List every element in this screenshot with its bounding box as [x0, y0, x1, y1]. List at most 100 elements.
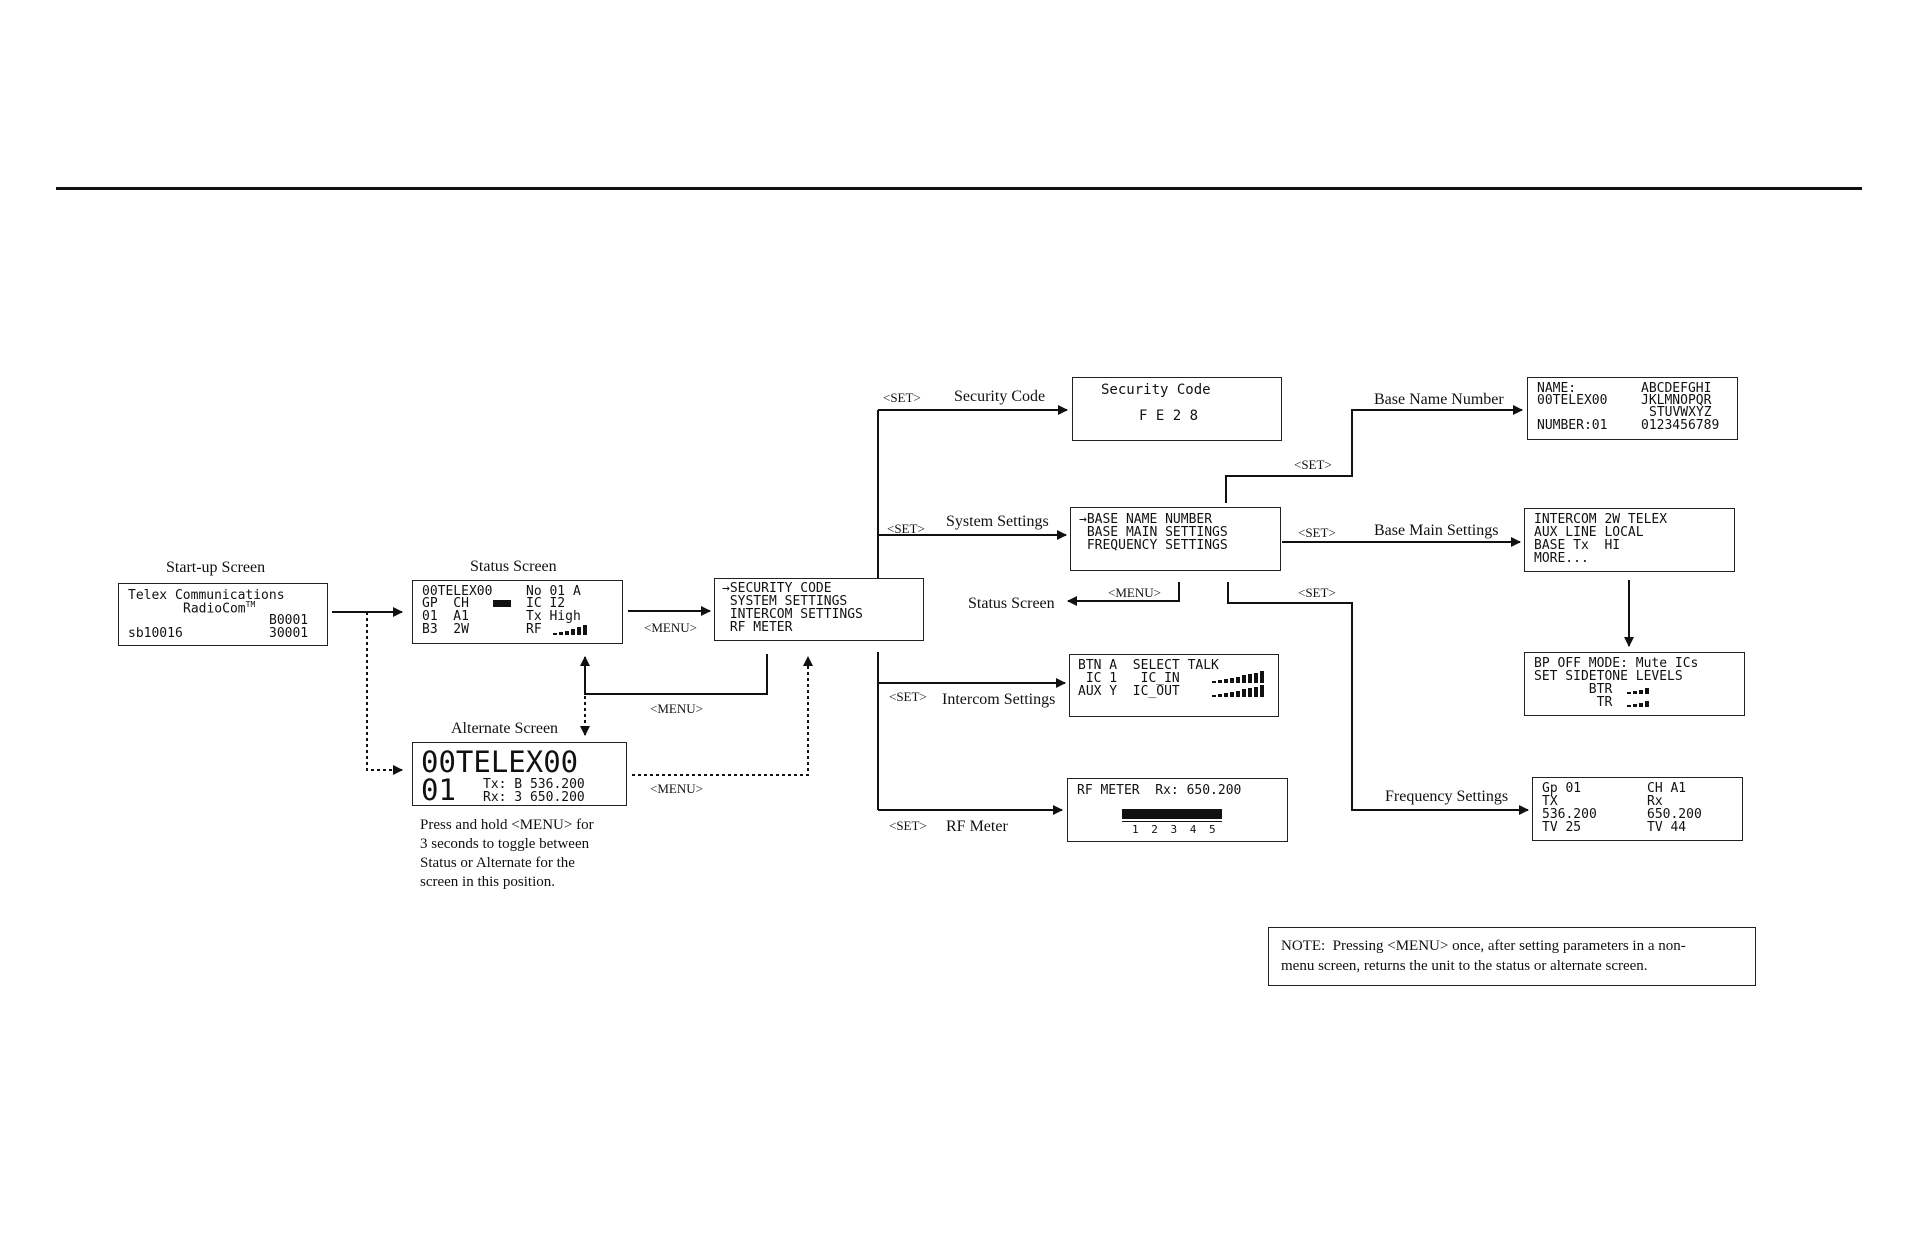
rf-meter-bar	[1122, 809, 1222, 819]
status-r1b: No 01 A	[526, 584, 581, 599]
rf-signal-bars-icon	[553, 625, 593, 635]
startup-line-2: RadioComTM	[183, 600, 256, 617]
alternate-number: 01	[421, 773, 456, 807]
rf-meter-title: RF METER Rx: 650.200	[1077, 783, 1242, 798]
note-box: NOTE: Pressing <MENU> once, after settin…	[1268, 927, 1756, 986]
tag-set-base-main: <SET>	[1298, 525, 1336, 540]
tag-set-system: <SET>	[887, 521, 925, 536]
bp-off-line-3: BTR	[1534, 682, 1613, 697]
status-r1a: 00TELEX00	[422, 584, 493, 599]
header-rule	[56, 187, 1862, 190]
arrow-alternate-to-menu	[632, 656, 813, 776]
arrow-system-to-status	[1067, 582, 1180, 606]
status-r3a: 01 A1	[422, 609, 469, 624]
security-title: Security Code	[1101, 382, 1211, 398]
arrow-to-frequency	[1227, 582, 1529, 815]
arrow-startup-to-alternate	[366, 612, 403, 775]
tag-set-base-name: <SET>	[1294, 457, 1332, 472]
label-security-code: Security Code	[954, 388, 1046, 405]
toggle-instructions: Press and hold <MENU> for 3 seconds to t…	[420, 817, 594, 890]
status-r2a: GP CH	[422, 596, 469, 611]
bp-off-line-2: SET SIDETONE LEVELS	[1534, 669, 1683, 684]
frequency-settings-screen: Gp 01 CH A1 TX Rx 536.200 650.200 TV 25 …	[1532, 777, 1743, 841]
battery-icon	[493, 600, 511, 607]
freq-r1b: CH A1	[1647, 781, 1687, 796]
menu-item-rf-meter: RF METER	[722, 620, 793, 635]
base-main-line-2: AUX LINE LOCAL	[1534, 525, 1644, 540]
label-intercom-settings: Intercom Settings	[942, 691, 1056, 708]
status-r4b: RF	[526, 622, 542, 637]
base-main-line-3: BASE Tx HI	[1534, 538, 1621, 553]
freq-r4b: TV 44	[1647, 820, 1687, 835]
intercom-line-3: AUX Y IC_OUT	[1078, 684, 1180, 699]
tr-level-bars-icon	[1627, 699, 1657, 707]
base-name-r3b: STUVWXYZ	[1649, 405, 1712, 420]
label-status-screen-return: Status Screen	[968, 595, 1055, 612]
system-item-frequency: FREQUENCY SETTINGS	[1079, 538, 1228, 553]
label-frequency-settings: Frequency Settings	[1385, 788, 1509, 805]
tag-menu-return: <MENU>	[650, 701, 703, 716]
system-item-base-main: BASE MAIN SETTINGS	[1079, 525, 1228, 540]
rf-meter-scale: 1 2 3 4 5	[1132, 823, 1219, 836]
intercom-line-1: BTN A SELECT TALK	[1078, 658, 1219, 673]
status-screen: 00TELEX00 No 01 A GP CH IC I2 01 A1 Tx H…	[412, 580, 623, 644]
base-main-settings-screen: INTERCOM 2W TELEX AUX LINE LOCAL BASE Tx…	[1524, 508, 1735, 572]
freq-r2a: TX	[1542, 794, 1558, 809]
freq-r3b: 650.200	[1647, 807, 1702, 822]
menu-item-system-settings: SYSTEM SETTINGS	[722, 594, 848, 609]
menu-item-intercom-settings: INTERCOM SETTINGS	[722, 607, 863, 622]
tag-menu-alternate: <MENU>	[650, 781, 703, 796]
menu-item-security-code: →SECURITY CODE	[722, 581, 832, 596]
bp-off-mode-screen: BP OFF MODE: Mute ICs SET SIDETONE LEVEL…	[1524, 652, 1745, 716]
label-status-screen: Status Screen	[470, 558, 557, 575]
ic-out-level-bars-icon	[1212, 685, 1272, 697]
ic-in-level-bars-icon	[1212, 671, 1272, 683]
tag-set-frequency: <SET>	[1298, 585, 1336, 600]
tag-menu-system-return: <MENU>	[1108, 585, 1161, 600]
intercom-settings-screen: BTN A SELECT TALK IC 1 IC_IN AUX Y IC_OU…	[1069, 654, 1279, 717]
system-settings-screen: →BASE NAME NUMBER BASE MAIN SETTINGS FRE…	[1070, 507, 1281, 571]
base-main-line-4: MORE...	[1534, 551, 1589, 566]
freq-r3a: 536.200	[1542, 807, 1597, 822]
label-alternate-screen: Alternate Screen	[451, 720, 559, 737]
alternate-screen: 00TELEX00 01 Tx: B 536.200 Rx: 3 650.200	[412, 742, 627, 806]
freq-r1a: Gp 01	[1542, 781, 1582, 796]
security-code-screen: Security Code F E 2 8	[1072, 377, 1282, 441]
base-main-line-1: INTERCOM 2W TELEX	[1534, 512, 1668, 527]
system-item-base-name: →BASE NAME NUMBER	[1079, 512, 1213, 527]
alternate-name: 00TELEX00	[421, 745, 579, 779]
tag-set-intercom: <SET>	[889, 689, 927, 704]
bp-off-line-1: BP OFF MODE: Mute ICs	[1534, 656, 1699, 671]
startup-line-3: B0001	[269, 613, 309, 628]
freq-r2b: Rx	[1647, 794, 1663, 809]
startup-line-1: Telex Communications	[128, 588, 285, 603]
label-rf-meter: RF Meter	[946, 818, 1008, 835]
label-system-settings: System Settings	[946, 513, 1049, 530]
startup-line-4b: 30001	[269, 626, 309, 641]
intercom-line-2: IC 1 IC_IN	[1078, 671, 1180, 686]
rf-meter-scale-line	[1122, 821, 1222, 822]
tag-menu-status-to-menu: <MENU>	[644, 620, 697, 635]
note-text: NOTE: Pressing <MENU> once, after settin…	[1281, 938, 1686, 974]
alternate-tx: Tx: B 536.200	[483, 777, 585, 792]
alternate-rx: Rx: 3 650.200	[483, 790, 585, 805]
base-name-r4a: NUMBER:01	[1537, 418, 1608, 433]
tag-set-rf-meter: <SET>	[889, 818, 927, 833]
base-name-number-screen: NAME: ABCDEFGHI 00TELEX00 JKLMNOPQR STUV…	[1527, 377, 1738, 440]
startup-screen: Telex Communications RadioComTM B0001 sb…	[118, 583, 328, 646]
tag-set-security: <SET>	[883, 390, 921, 405]
freq-r4a: TV 25	[1542, 820, 1582, 835]
base-name-r2a: 00TELEX00	[1537, 393, 1608, 408]
arrow-to-base-name	[1225, 405, 1523, 503]
arrow-menu-to-status	[580, 654, 768, 695]
status-r3b: Tx High	[526, 609, 581, 624]
status-r4a: B3 2W	[422, 622, 469, 637]
base-name-r4b: 0123456789	[1641, 418, 1720, 433]
label-base-name-number: Base Name Number	[1374, 391, 1504, 408]
label-base-main-settings: Base Main Settings	[1374, 522, 1499, 539]
main-menu-screen: →SECURITY CODE SYSTEM SETTINGS INTERCOM …	[714, 578, 924, 641]
btr-level-bars-icon	[1627, 686, 1657, 694]
base-name-r1a: NAME:	[1537, 381, 1577, 396]
base-name-r2b: JKLMNOPQR	[1641, 393, 1712, 408]
